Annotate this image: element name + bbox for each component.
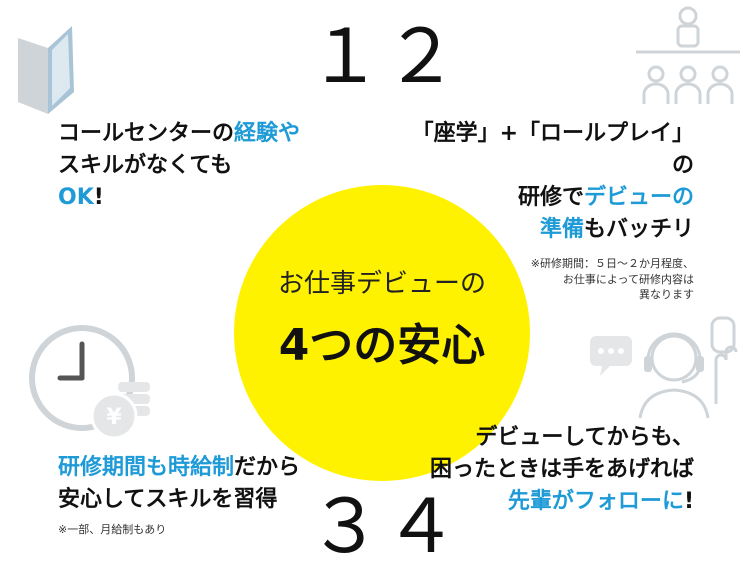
operator-icon [590,316,738,419]
item-2-note-2: お仕事によって研修内容は [562,272,694,286]
item-4-text-1: デビューしてからも、 [475,425,694,450]
item-4-highlight-1: 先輩がフォロー [507,488,662,514]
item-4: デビューしてからも、 困ったときは手をあげれば 先輩がフォローに! [392,422,694,518]
number-1: １ [308,14,382,100]
item-1-text-3: ! [93,184,104,210]
item-2-text-2: もバッチリ [583,216,694,242]
item-2-highlight-2: 準備 [539,216,584,242]
item-1-highlight-1: 経験や [234,121,301,146]
item-3-highlight-1: 研修期間も時給制 [58,455,235,480]
item-4-heading: デビューしてからも、 困ったときは手をあげれば 先輩がフォローに! [392,422,694,518]
item-2-note-3: 異なります [639,288,694,302]
number-3: ３ [308,484,382,570]
item-2-line-1: 「座学」+「ロールプレイ」の [411,121,694,178]
item-3-text-2: 安心してスキルを習得 [58,486,278,512]
item-1-text-1: コールセンターの [58,121,235,146]
center-circle: お仕事デビューの 4つの安心 [234,185,530,481]
number-2: ２ [384,14,458,100]
item-3: 研修期間も時給制だから 安心してスキルを習得 ※一部、月給制もあり [58,452,358,538]
clock-yen-icon: ¥ [29,325,150,440]
item-2-heading: 「座学」+「ロールプレイ」の 研修でデビューの 準備もバッチリ [392,118,694,246]
item-4-highlight-2: に [661,488,684,514]
number-4: ４ [384,484,458,570]
item-2: 「座学」+「ロールプレイ」の 研修でデビューの 準備もバッチリ ※研修期間：５日… [392,118,694,303]
center-title: 4つの安心 [278,320,486,371]
item-1-heading: コールセンターの経験や スキルがなくても OK! [58,118,358,214]
item-1-text-2: スキルがなくても [58,152,233,178]
svg-text:¥: ¥ [106,405,122,430]
item-3-heading: 研修期間も時給制だから 安心してスキルを習得 [58,452,358,516]
seminar-icon [636,6,740,104]
item-1: コールセンターの経験や スキルがなくても OK! [58,118,358,214]
item-4-text-2: 困ったときは手をあげれば [429,456,694,482]
book-icon [18,26,74,114]
item-2-text-1: 研修で [517,184,584,210]
item-4-text-3: ! [683,488,694,514]
item-2-note: ※研修期間：５日〜２か月程度、 お仕事によって研修内容は 異なります [392,256,694,304]
item-3-text-1: だから [234,455,301,480]
item-2-note-1: ※研修期間：５日〜２か月程度、 [530,256,694,270]
item-1-highlight-2: OK [58,184,94,210]
center-subtitle: お仕事デビューの [277,269,486,299]
item-2-highlight-1: デビューの [583,184,694,210]
item-3-note: ※一部、月給制もあり [58,522,167,536]
